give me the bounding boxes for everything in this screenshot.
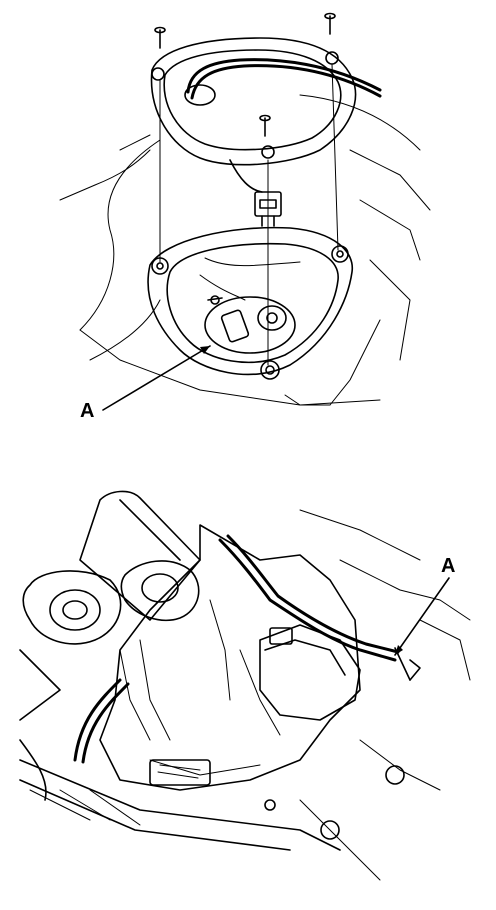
body-panel-lines-bottom bbox=[264, 509, 471, 881]
cover-bolts bbox=[154, 12, 336, 137]
access-hole bbox=[147, 226, 354, 380]
callout-a-top: A bbox=[80, 345, 211, 422]
heat-shield bbox=[99, 524, 361, 791]
top-body-panel-lines bbox=[59, 94, 431, 406]
callout-label: A bbox=[441, 555, 455, 577]
fuel-lines bbox=[73, 534, 421, 764]
exhaust-pipe bbox=[19, 490, 201, 801]
callout-a-bottom: A bbox=[394, 555, 455, 656]
callout-label: A bbox=[80, 400, 94, 422]
electrical-connector bbox=[254, 191, 282, 227]
fuel-pump-assembly bbox=[199, 257, 301, 354]
bottom-figure: A bbox=[19, 490, 471, 881]
frame-rail bbox=[19, 759, 341, 851]
top-figure: A bbox=[59, 12, 431, 422]
alignment-lines bbox=[159, 63, 339, 366]
canister-bracket bbox=[149, 624, 361, 786]
